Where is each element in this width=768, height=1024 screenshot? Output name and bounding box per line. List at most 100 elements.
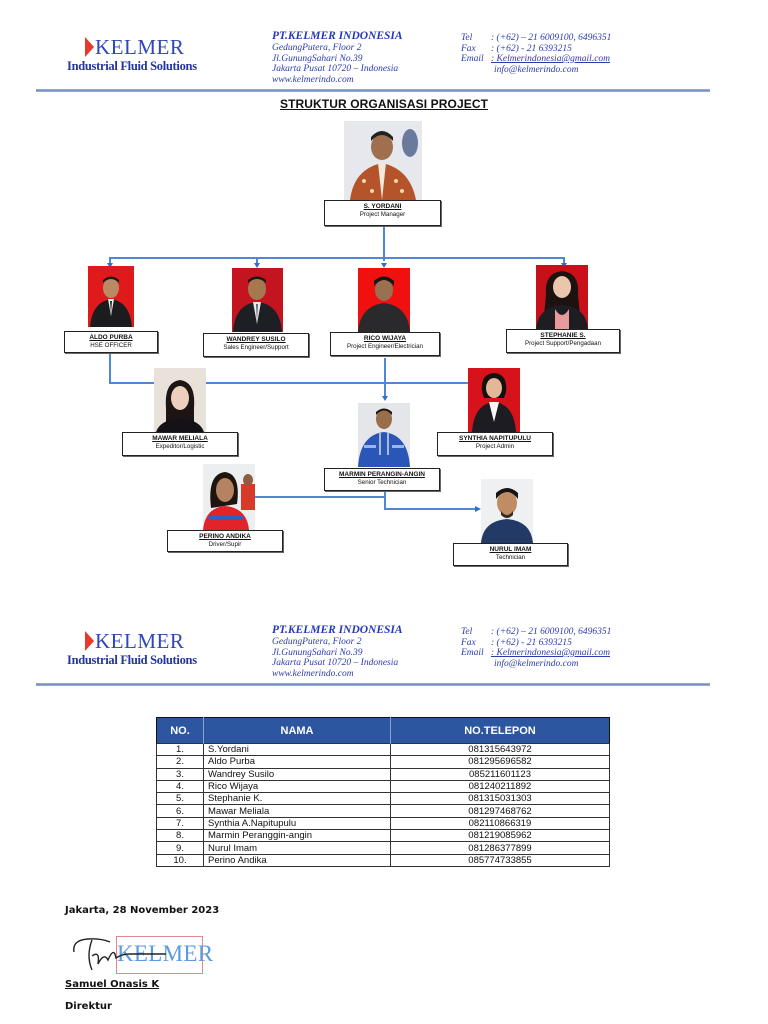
logo-wordmark: KELMER xyxy=(95,35,185,59)
cell-no: 1. xyxy=(156,742,204,757)
org-card-project-support: STEPHANIE S. Project Support/Pengadaan xyxy=(506,329,620,353)
member-role: Project Support/Pengadaan xyxy=(524,340,602,347)
stamp-border xyxy=(116,936,203,974)
photo-project-support xyxy=(536,265,588,329)
cell-name: Mawar Meliala xyxy=(203,804,391,818)
cell-phone: 082110866319 xyxy=(390,816,610,831)
column-header-nama: NAMA xyxy=(203,717,391,744)
cell-name: Stephanie K. xyxy=(203,792,391,806)
cell-name: Aldo Purba xyxy=(203,755,391,769)
cell-phone: 081286377899 xyxy=(390,841,610,855)
org-card-technician: NURUL IMAM Technician xyxy=(453,543,568,566)
company-address: PT.KELMER INDONESIA GedungPutera, Floor … xyxy=(272,624,403,679)
photo-senior-technician xyxy=(358,403,410,467)
website-link[interactable]: www.kelmerindo.com xyxy=(272,74,354,85)
company-contact: Tel : (+62) – 21 6009100, 6496351 Fax : (+… xyxy=(461,627,611,669)
cell-name: Perino Andika xyxy=(203,853,391,867)
company-address: PT.KELMER INDONESIA GedungPutera, Floor … xyxy=(272,30,403,85)
email-link-2[interactable]: info@kelmerindo.com xyxy=(494,64,579,75)
org-card-driver: PERINO ANDIKA Driver/Supir xyxy=(167,530,283,552)
member-role: Senior Technician xyxy=(357,479,407,486)
connector-line xyxy=(384,508,476,510)
tel-value: : (+62) – 21 6009100, 6496351 xyxy=(491,33,612,43)
connector-line xyxy=(383,226,385,261)
member-name: SYNTHIA NAPITUPULU xyxy=(459,435,531,442)
member-role: Sales Engineer/Support xyxy=(223,344,289,351)
email-link-2[interactable]: info@kelmerindo.com xyxy=(494,658,579,669)
org-card-hse-officer: ALDO PURBA HSE OFFICER xyxy=(64,331,158,353)
cell-no: 7. xyxy=(156,816,204,831)
arrow-right-icon xyxy=(475,506,481,512)
table-row: 5.Stephanie K.081315031303 xyxy=(156,792,610,806)
member-name: STEPHANIE S. xyxy=(540,332,586,339)
header-divider xyxy=(36,683,710,686)
email-label: Email xyxy=(461,648,484,658)
connector-line xyxy=(109,352,111,384)
cell-phone: 081219085962 xyxy=(390,829,610,843)
org-card-project-admin: SYNTHIA NAPITUPULU Project Admin xyxy=(437,432,553,456)
member-name: MAWAR MELIALA xyxy=(152,435,208,442)
member-role: Technician xyxy=(495,554,526,561)
connector-line xyxy=(256,257,258,265)
fax-label: Fax xyxy=(461,43,476,54)
fax-value: : (+62) - 21 6393215 xyxy=(491,637,572,648)
arrow-down-icon xyxy=(381,263,387,268)
member-role: Driver/Supir xyxy=(208,541,242,548)
photo-technician xyxy=(481,479,533,543)
place-date: Jakarta, 28 November 2023 xyxy=(65,905,220,916)
member-role: Expeditor/Logistic xyxy=(155,443,205,450)
photo-driver xyxy=(203,464,255,530)
tel-value: : (+62) – 21 6009100, 6496351 xyxy=(491,627,612,637)
photo-hse-officer xyxy=(88,266,134,327)
tel-label: Tel xyxy=(461,33,473,43)
cell-phone: 081315031303 xyxy=(390,792,610,806)
column-header-telepon: NO.TELEPON xyxy=(390,717,610,744)
member-name: PERINO ANDIKA xyxy=(199,533,251,540)
connector-line xyxy=(109,257,111,265)
signer-name: Samuel Onasis K xyxy=(65,979,160,990)
email-link[interactable]: : Kelmerindonesia@gmail.com xyxy=(491,648,611,658)
arrow-down-icon xyxy=(254,263,260,268)
signer-title: Direktur xyxy=(65,1001,112,1012)
email-link[interactable]: : Kelmerindonesia@gmail.com xyxy=(491,54,611,64)
header-divider xyxy=(36,89,710,92)
cell-name: Wandrey Susilo xyxy=(203,767,391,781)
fax-label: Fax xyxy=(461,637,476,648)
cell-no: 6. xyxy=(156,804,204,818)
member-name: MARMIN PERANGIN-ANGIN xyxy=(339,471,425,478)
member-name: S. YORDANI xyxy=(363,203,402,210)
cell-phone: 081297468762 xyxy=(390,804,610,818)
table-header-row: NO. NAMA NO.TELEPON xyxy=(156,717,610,744)
cell-phone: 081295696582 xyxy=(390,755,610,769)
cell-name: Synthia A.Napitupulu xyxy=(203,816,391,831)
member-role: Project Manager xyxy=(359,211,406,218)
cell-phone: 081240211892 xyxy=(390,779,610,794)
address-line: Jakarta Pusat 10720 – Indonesia xyxy=(272,64,399,74)
cell-name: Marmin Peranggin-angin xyxy=(203,829,391,843)
website-link[interactable]: www.kelmerindo.com xyxy=(272,668,354,679)
org-card-project-engineer: RICO WIJAYA Project Engineer/Electrician xyxy=(330,332,440,356)
tel-label: Tel xyxy=(461,627,473,637)
connector-line xyxy=(109,382,469,384)
connector-line xyxy=(384,490,386,509)
letterhead: KELMER Industrial Fluid Solutions PT.KEL… xyxy=(0,28,768,98)
logo-arrow-icon xyxy=(85,631,94,651)
cell-no: 3. xyxy=(156,767,204,781)
logo-tagline: Industrial Fluid Solutions xyxy=(67,59,197,73)
column-header-no: NO. xyxy=(156,717,204,744)
member-role: Project Admin xyxy=(475,443,515,450)
cell-phone: 085774733855 xyxy=(390,853,610,867)
photo-expeditor xyxy=(154,368,206,432)
address-line: Jakarta Pusat 10720 – Indonesia xyxy=(272,658,399,668)
logo-tagline: Industrial Fluid Solutions xyxy=(67,653,197,667)
company-logo: KELMER Industrial Fluid Solutions xyxy=(67,630,197,668)
connector-line xyxy=(563,257,565,264)
cell-no: 10. xyxy=(156,853,204,867)
cell-no: 2. xyxy=(156,755,204,769)
cell-phone: 085211601123 xyxy=(390,767,610,781)
org-card-senior-technician: MARMIN PERANGIN-ANGIN Senior Technician xyxy=(324,468,440,491)
logo-wordmark: KELMER xyxy=(95,629,185,653)
